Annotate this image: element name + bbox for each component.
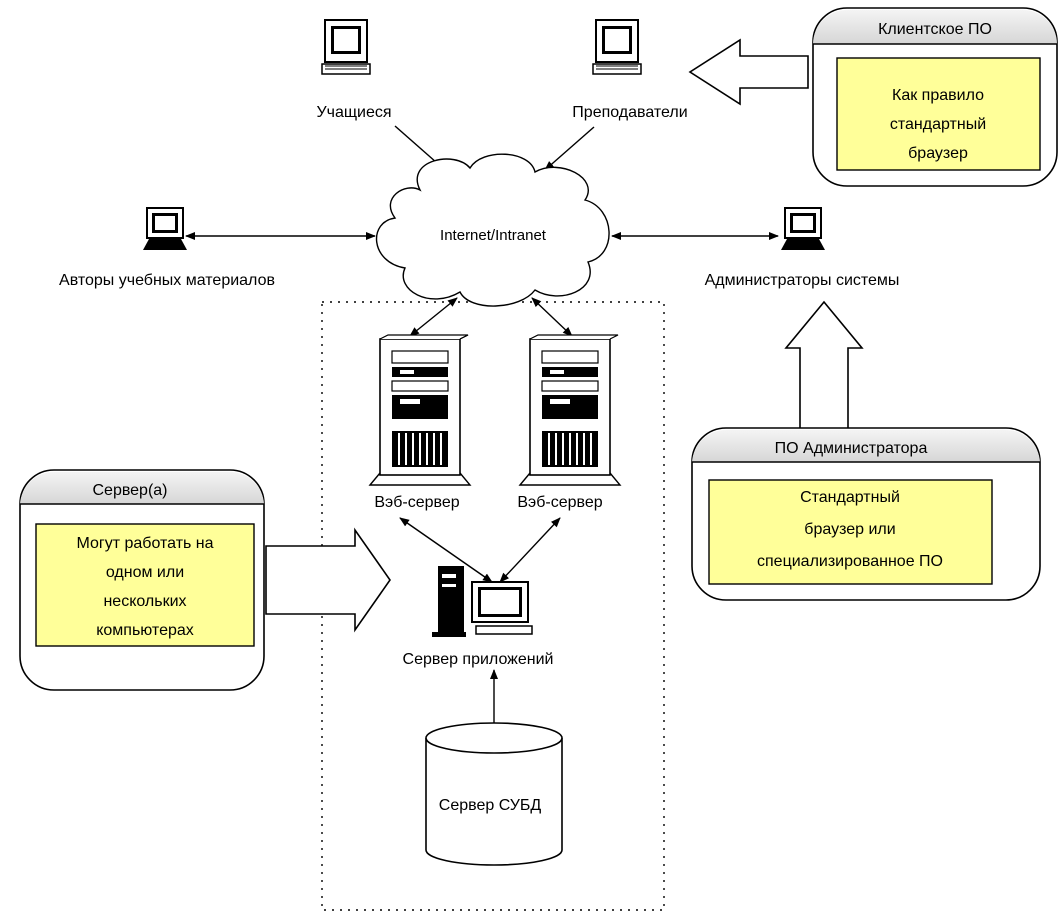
client-callout (812, 7, 1058, 187)
network-cloud (375, 153, 610, 307)
server-arrow-icon (265, 527, 391, 633)
teachers-label: Преподаватели (572, 104, 687, 121)
teachers-monitor-icon (592, 19, 642, 75)
server-area-frame (321, 301, 665, 911)
client-callout-line-1: Как правило (892, 87, 984, 104)
web-server-2-label: Вэб-сервер (517, 494, 602, 511)
admin-callout-line-3: специализированное ПО (757, 553, 943, 570)
app-server-workstation-icon (432, 566, 533, 637)
client-callout-line-3: браузер (908, 145, 968, 162)
server-callout-line-1: Могут работать на (76, 535, 213, 552)
db-server-label: Сервер СУБД (439, 797, 542, 814)
app-server-label: Сервер приложений (403, 651, 554, 668)
admin-callout-title: ПО Администратора (775, 440, 928, 457)
client-callout-line-2: стандартный (890, 116, 986, 133)
admin-callout (691, 427, 1041, 601)
database-cylinder-icon (425, 722, 563, 866)
server-callout-title: Сервер(а) (92, 482, 167, 499)
web-server-1-icon (368, 334, 472, 486)
admins-laptop-icon (781, 207, 825, 250)
link-cloud-web1 (409, 297, 458, 337)
server-callout (19, 469, 265, 691)
link-teachers-cloud (544, 126, 595, 171)
authors-laptop-icon (143, 207, 187, 250)
link-web2-app (499, 517, 561, 583)
server-callout-line-3: нескольких (103, 593, 186, 610)
students-label: Учащиеся (316, 104, 391, 121)
students-monitor-icon (321, 19, 371, 75)
admin-callout-line-1: Стандартный (800, 489, 900, 506)
client-arrow-icon (688, 38, 809, 106)
server-callout-line-4: компьютерах (96, 622, 194, 639)
link-web1-app (399, 517, 493, 583)
authors-label: Авторы учебных материалов (59, 272, 275, 289)
web-server-1-label: Вэб-сервер (374, 494, 459, 511)
client-callout-title: Клиентское ПО (878, 21, 992, 38)
link-cloud-web2 (531, 297, 573, 337)
admin-callout-line-2: браузер или (804, 521, 895, 538)
network-label: Internet/Intranet (440, 227, 547, 244)
web-server-2-icon (518, 334, 622, 486)
server-callout-line-2: одном или (106, 564, 184, 581)
admins-label: Администраторы системы (705, 272, 900, 289)
admin-arrow-icon (784, 300, 864, 436)
